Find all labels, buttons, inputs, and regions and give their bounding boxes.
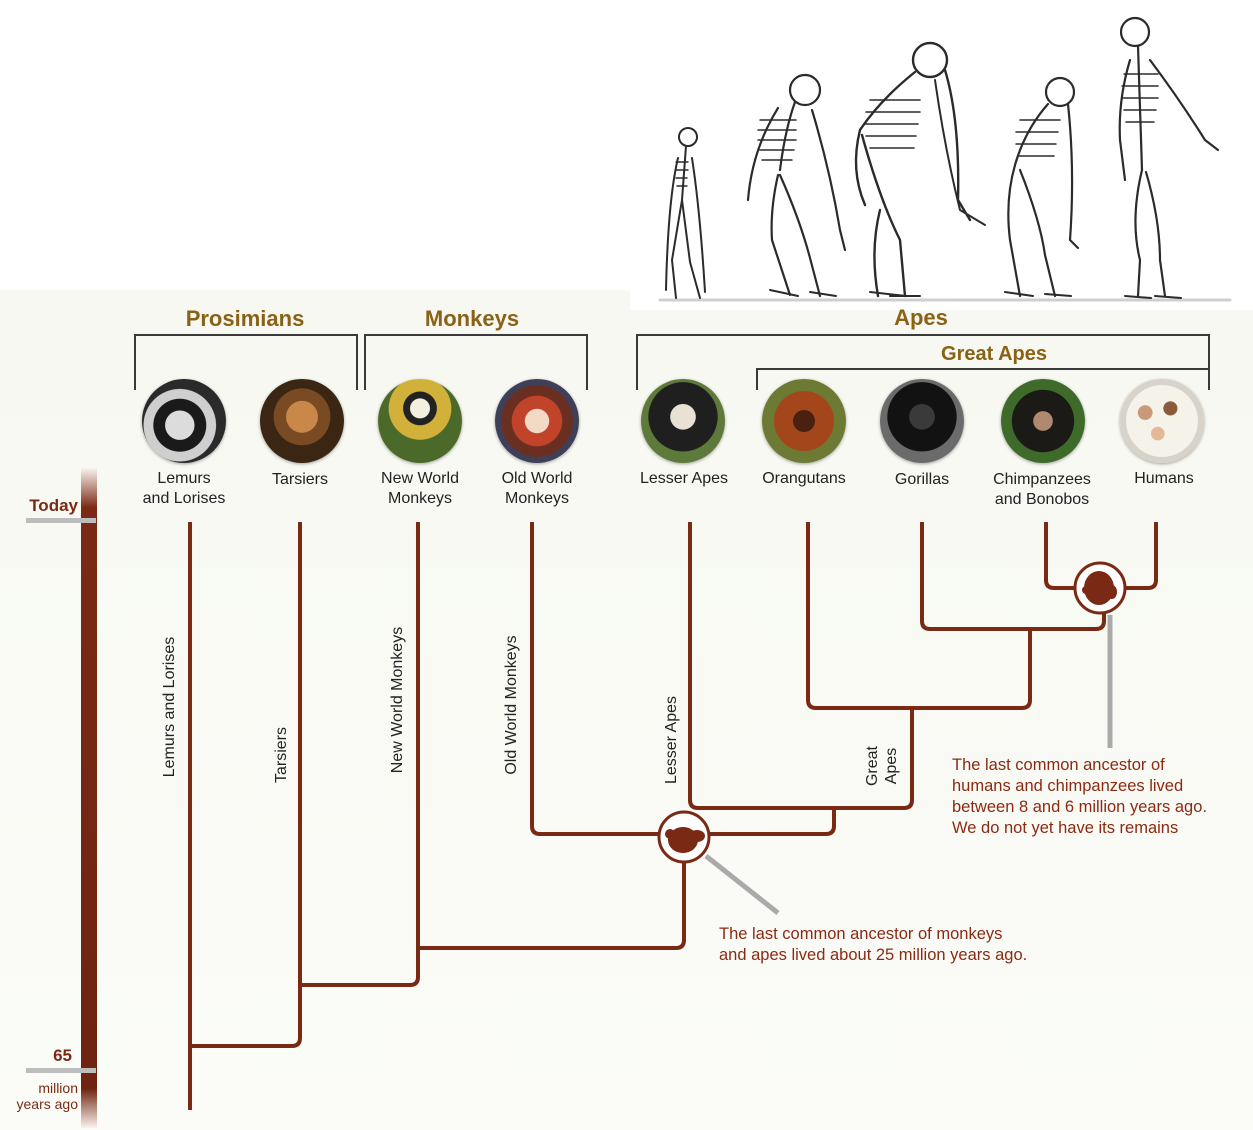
branch-new-world bbox=[300, 522, 420, 987]
timeline-tick-today bbox=[26, 518, 96, 523]
taxon-label-chimps: Chimpanzees and Bonobos bbox=[993, 471, 1091, 508]
taxon-label-old-world: Old World Monkeys bbox=[501, 470, 573, 507]
taxon-label-orangutans: Orangutans bbox=[762, 470, 846, 487]
branch-label-lemurs: Lemurs and Lorises bbox=[161, 636, 178, 778]
human-head-icon bbox=[1082, 571, 1117, 605]
skeleton-orangutan bbox=[746, 73, 847, 298]
skeleton-chimpanzee bbox=[1004, 76, 1080, 298]
taxon-label-lemurs: Lemurs and Lorises bbox=[142, 470, 226, 507]
lesser-ape-photo bbox=[641, 379, 725, 463]
tarsier-photo bbox=[260, 379, 344, 463]
branch-label-tarsiers: Tarsiers bbox=[273, 726, 290, 784]
group-label-monkeys: Monkeys bbox=[424, 306, 520, 331]
timeline-bar bbox=[81, 468, 97, 1128]
humans-photo bbox=[1120, 379, 1204, 463]
chimpanzee-photo bbox=[1001, 379, 1085, 463]
branch-lesser-apes bbox=[688, 522, 914, 810]
branch-gorillas bbox=[920, 522, 1106, 631]
branch-catarrhines bbox=[418, 860, 686, 950]
ancestor-node-monkeys-apes bbox=[657, 810, 711, 864]
skeleton-gibbon bbox=[665, 127, 706, 299]
primate-skeletons-illustration bbox=[658, 16, 1232, 302]
branch-orangutans bbox=[806, 522, 1032, 710]
note-monkeys-apes-ancestor: The last common ancestor of monkeys and … bbox=[719, 925, 1028, 964]
taxon-label-new-world: New World Monkeys bbox=[381, 470, 459, 507]
new-world-monkey-photo bbox=[378, 379, 462, 463]
timeline-label-today: Today bbox=[29, 496, 78, 515]
pointer-monkeys-apes bbox=[704, 854, 780, 915]
bracket-apes bbox=[636, 334, 1210, 390]
bracket-monkeys bbox=[364, 334, 588, 390]
branch-old-world bbox=[530, 522, 836, 836]
branch-tarsiers bbox=[190, 522, 302, 1048]
bracket-prosimians bbox=[134, 334, 358, 390]
branch-label-great-apes: Great Apes bbox=[864, 745, 900, 787]
branch-label-lesser-apes: Lesser Apes bbox=[663, 695, 680, 785]
taxon-label-humans: Humans bbox=[1134, 470, 1194, 487]
monkey-head-icon bbox=[665, 827, 705, 853]
branch-chimps bbox=[1044, 522, 1078, 590]
branch-label-old-world: Old World Monkeys bbox=[503, 635, 520, 775]
timeline-tick-65 bbox=[26, 1068, 96, 1073]
group-label-prosimians: Prosimians bbox=[185, 306, 305, 331]
taxon-label-gorillas: Gorillas bbox=[894, 471, 950, 488]
note-humans-chimps-ancestor: The last common ancestor of humans and c… bbox=[952, 756, 1207, 837]
skeleton-gorilla bbox=[854, 41, 986, 298]
ancestor-node-humans-chimps bbox=[1073, 561, 1127, 615]
timeline-label-unit: million years ago bbox=[16, 1080, 78, 1112]
old-world-monkey-photo bbox=[495, 379, 579, 463]
lemur-photo bbox=[142, 379, 226, 463]
taxon-label-tarsiers: Tarsiers bbox=[271, 471, 328, 488]
group-label-apes: Apes bbox=[894, 305, 948, 330]
skeleton-human bbox=[1118, 16, 1220, 299]
gorilla-photo bbox=[880, 379, 964, 463]
group-label-great-apes: Great Apes bbox=[941, 343, 1047, 365]
background-cutout bbox=[630, 280, 1253, 310]
bracket-great-apes bbox=[756, 368, 1210, 390]
taxon-label-lesser-apes: Lesser Apes bbox=[639, 470, 729, 487]
orangutan-photo bbox=[762, 379, 846, 463]
timeline-label-65: 65 bbox=[53, 1046, 72, 1065]
branch-humans bbox=[1124, 522, 1158, 590]
branch-label-new-world: New World Monkeys bbox=[389, 626, 406, 774]
